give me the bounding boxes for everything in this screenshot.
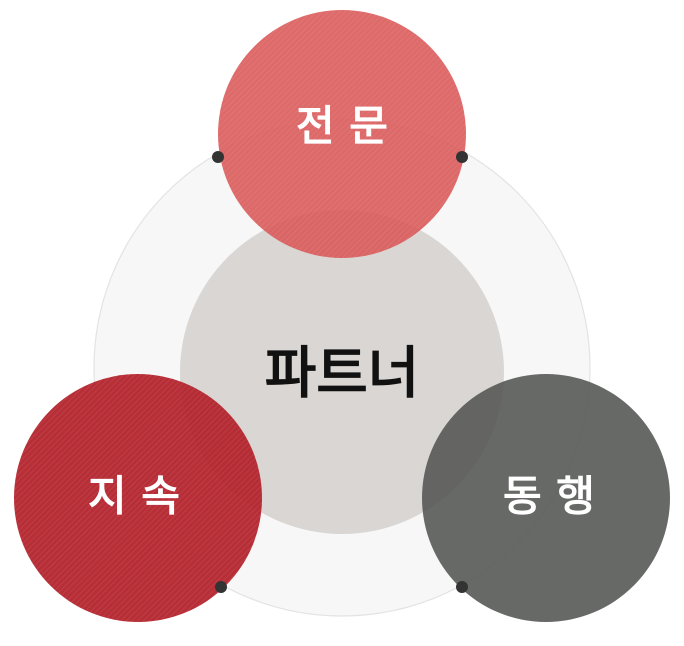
connector-dot-bottom-right	[456, 581, 468, 593]
node-top-hatch	[218, 10, 466, 258]
node-right-label: 동 행	[503, 472, 595, 521]
node-left-hatch	[14, 374, 262, 622]
center-label: 파트너	[265, 342, 420, 407]
node-left	[14, 374, 262, 622]
node-left-label: 지 속	[88, 472, 180, 521]
node-right	[422, 374, 670, 622]
connector-dot-top-right	[456, 151, 468, 163]
center-circle	[180, 210, 504, 534]
node-right-circle	[422, 374, 670, 622]
node-top-label: 전 문	[296, 102, 388, 151]
connector-dot-top-left	[212, 151, 224, 163]
connector-dot-bottom-left	[215, 581, 227, 593]
node-top	[218, 10, 466, 258]
